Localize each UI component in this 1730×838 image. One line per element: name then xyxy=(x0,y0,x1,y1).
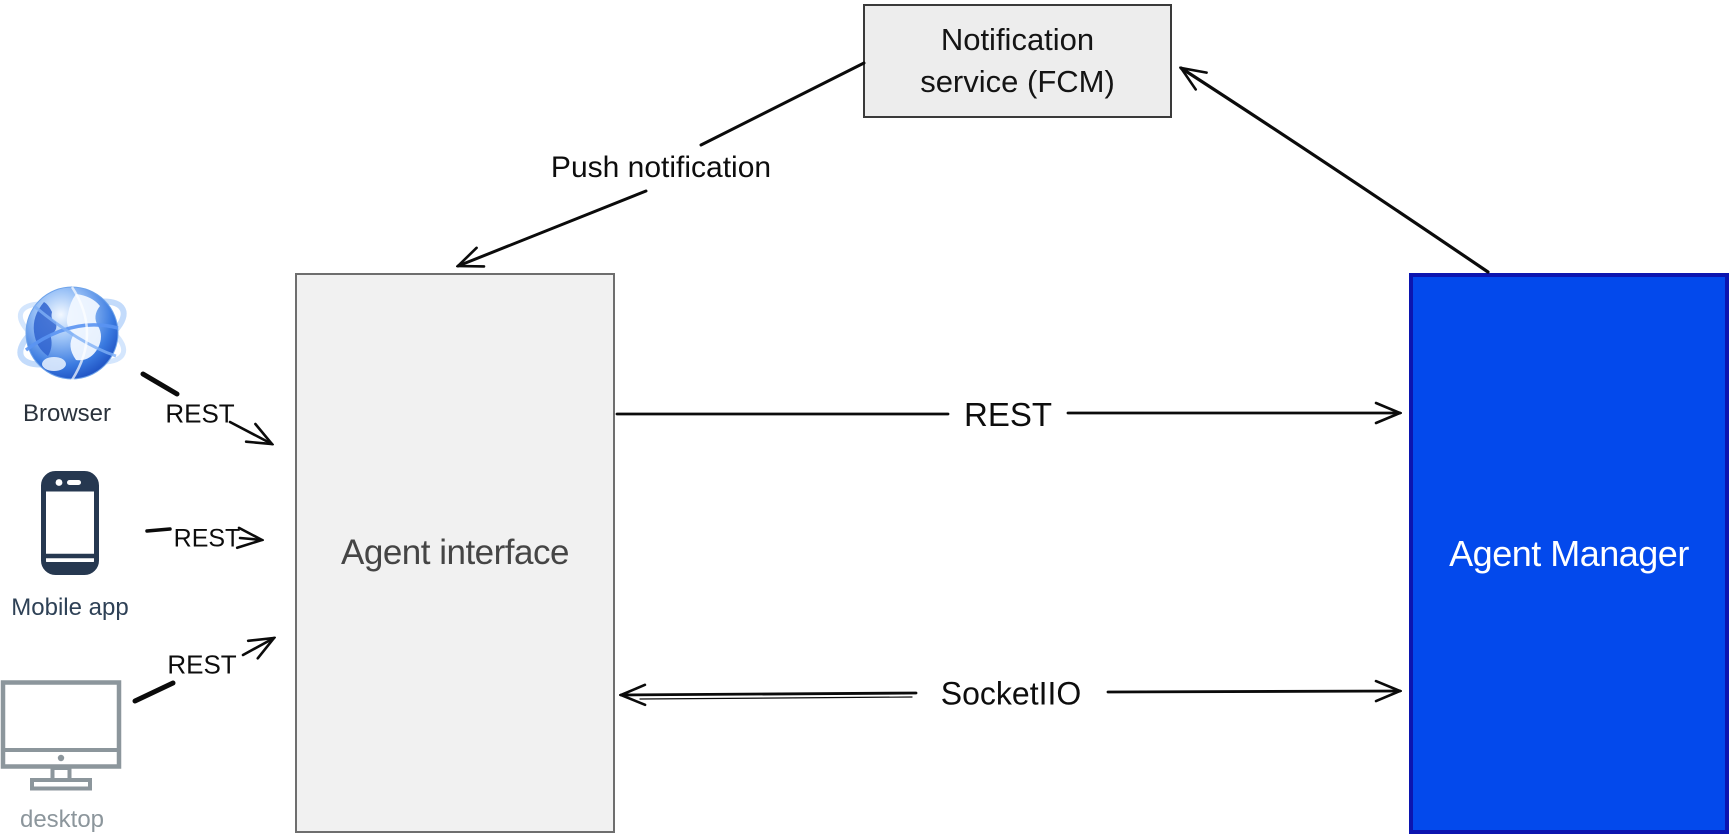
client-label-mobile: Mobile app xyxy=(11,594,129,621)
desktop-monitor-icon xyxy=(0,680,122,791)
node-agent-interface: Agent interface xyxy=(295,273,615,833)
edge-label-push-notification: Push notification xyxy=(550,151,772,184)
edge-label-rest-main: REST xyxy=(963,396,1053,433)
edge-label-rest-browser: REST xyxy=(165,398,235,429)
arrow-manager-to-notification xyxy=(1181,68,1490,274)
notification-service-label-line1: Notification xyxy=(940,22,1095,58)
smartphone-icon xyxy=(41,471,99,575)
edge-label-rest-mobile: REST xyxy=(173,524,241,553)
client-label-browser: Browser xyxy=(22,400,112,427)
agent-manager-label: Agent Manager xyxy=(1449,532,1689,574)
client-label-desktop: desktop xyxy=(19,806,105,833)
agent-interface-label: Agent interface xyxy=(341,533,569,572)
node-notification-service: Notification service (FCM) xyxy=(863,4,1172,118)
globe-browser-icon xyxy=(17,286,127,381)
edge-label-socket-io: SocketIIO xyxy=(940,675,1082,712)
node-agent-manager: Agent Manager xyxy=(1409,273,1729,834)
notification-service-label-line2: service (FCM) xyxy=(920,64,1115,99)
edge-label-rest-desktop: REST xyxy=(167,649,237,680)
